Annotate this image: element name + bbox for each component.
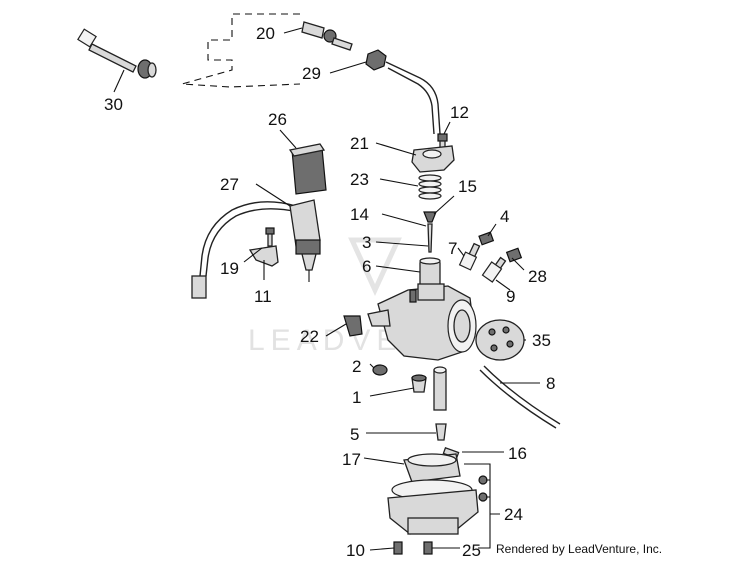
- callout-labels: 20 29 30 12 21 26 23 27 15 14 4 3 7 28 6…: [104, 24, 555, 560]
- part-9-spring: [481, 261, 503, 283]
- part-27-auto-choke: [191, 199, 321, 299]
- part-35-cover: [475, 319, 525, 361]
- part-17-float: [403, 453, 461, 483]
- part-20-fitting: [301, 21, 353, 51]
- callout-12: 12: [450, 103, 469, 122]
- part-10-screw: [393, 541, 403, 555]
- callout-6: 6: [362, 257, 371, 276]
- callout-24: 24: [504, 505, 523, 524]
- watermark: LEADVE: [248, 237, 402, 357]
- carburetor-body: [367, 283, 477, 361]
- part-23-spring: [418, 174, 442, 200]
- part-1-emulsion-tube: [433, 366, 447, 411]
- part-25-screw: [423, 541, 433, 555]
- part-30-cable-adjuster: [77, 28, 157, 79]
- part-2-jet: [372, 364, 388, 376]
- callout-17: 17: [342, 450, 361, 469]
- callout-21: 21: [350, 134, 369, 153]
- part-24-float-bowl: [387, 475, 488, 535]
- part-6-throttle-slide: [419, 257, 441, 291]
- watermark-text: LEADVE: [248, 324, 402, 357]
- part-3-needle: [427, 223, 433, 253]
- part-15-needle-clip: [423, 211, 437, 223]
- part-8-hose: [479, 365, 561, 429]
- part-22-lever: [343, 315, 363, 337]
- part-21-chamber-cover: [411, 145, 455, 173]
- callout-8: 8: [546, 374, 555, 393]
- callout-9: 9: [506, 287, 515, 306]
- callout-4: 4: [500, 207, 509, 226]
- callout-19: 19: [220, 259, 239, 278]
- credit-text: Rendered by LeadVenture, Inc.: [496, 542, 662, 556]
- part-19-screw: [265, 227, 275, 247]
- bracket-24: [464, 463, 500, 549]
- callout-27: 27: [220, 175, 239, 194]
- callout-30: 30: [104, 95, 123, 114]
- callout-35: 35: [532, 331, 551, 350]
- callout-16: 16: [508, 444, 527, 463]
- part-1-main-jet: [411, 374, 427, 393]
- callout-10: 10: [346, 541, 365, 560]
- callout-25: 25: [462, 541, 481, 560]
- callout-23: 23: [350, 170, 369, 189]
- leader-lines: [113, 27, 540, 551]
- part-11-bracket: [248, 245, 279, 267]
- part-29-throttle-cable: [365, 49, 441, 135]
- callout-20: 20: [256, 24, 275, 43]
- callout-7: 7: [448, 239, 457, 258]
- callout-3: 3: [362, 233, 371, 252]
- callout-5: 5: [350, 425, 359, 444]
- callout-14: 14: [350, 205, 369, 224]
- callout-15: 15: [458, 177, 477, 196]
- callout-2: 2: [352, 357, 361, 376]
- callout-29: 29: [302, 64, 321, 83]
- dashed-routing-line: [181, 13, 301, 88]
- callout-22: 22: [300, 327, 319, 346]
- part-7-spring: [458, 251, 478, 271]
- part-26-boot-cap: [288, 143, 327, 195]
- callout-26: 26: [268, 110, 287, 129]
- callout-28: 28: [528, 267, 547, 286]
- callout-11: 11: [254, 287, 272, 306]
- callout-1: 1: [352, 388, 361, 407]
- part-5-float-needle: [435, 423, 447, 441]
